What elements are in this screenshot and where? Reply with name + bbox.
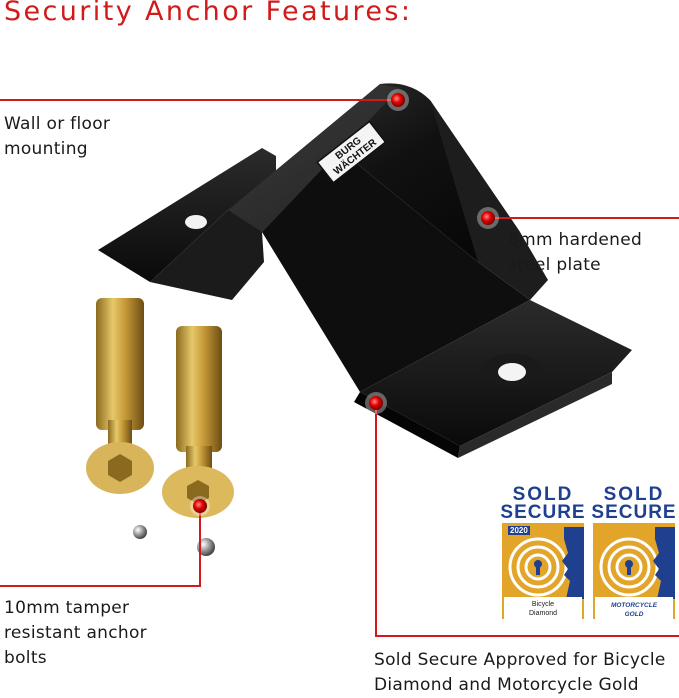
badge-category-line1: MOTORCYCLE xyxy=(610,602,658,609)
badge-sold-text: SOLD xyxy=(512,484,574,505)
anchor-bracket xyxy=(98,83,632,458)
label-anchor-bolts: 10mm tamper resistant anchor bolts xyxy=(4,598,147,668)
badge-emblem xyxy=(500,483,586,623)
anchor-bolt-left xyxy=(86,298,154,494)
steel-ball xyxy=(197,538,215,556)
badge-category-line2: GOLD xyxy=(624,611,644,618)
callout-lines xyxy=(0,99,679,637)
label-mounting: Wall or floor mounting xyxy=(4,114,111,159)
label-sold-secure: Sold Secure Approved for Bicycle Diamond… xyxy=(374,650,666,695)
badge-secure-text: SECURE xyxy=(500,502,586,523)
page-title: Security Anchor Features: xyxy=(4,0,413,27)
sold-secure-bicycle-badge: SOLD SECURE 2020 Bicycle Diamond xyxy=(500,483,586,623)
steel-ball xyxy=(133,525,147,539)
badge-category-line2: Diamond xyxy=(528,610,557,617)
badge-sold-text: SOLD xyxy=(603,484,665,505)
badge-category-line1: Bicycle xyxy=(531,601,555,608)
badge-secure-text: SECURE xyxy=(591,502,677,523)
label-steel-plate: 6mm hardened steel plate xyxy=(508,230,643,275)
badge-year: 2020 xyxy=(508,526,530,535)
badge-emblem xyxy=(591,483,677,623)
sold-secure-motorcycle-badge: SOLD SECURE MOTORCYCLE GOLD xyxy=(591,483,677,623)
anchor-bolt-right xyxy=(162,326,234,518)
callout-dots xyxy=(190,89,499,516)
